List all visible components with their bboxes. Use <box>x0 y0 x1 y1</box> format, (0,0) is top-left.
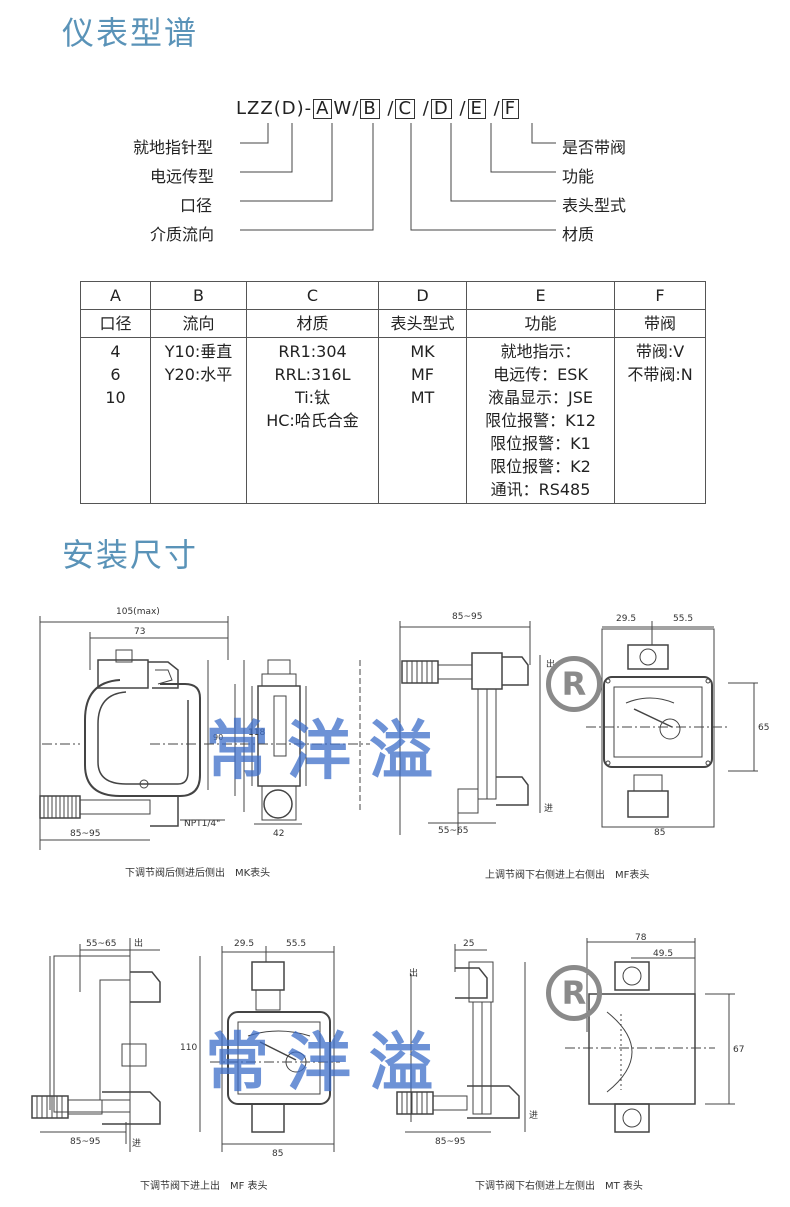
code-slot-e: E <box>467 99 486 119</box>
model-code-prefix: LZZ(D)- <box>236 98 313 119</box>
registered-mark-icon-top: R <box>546 656 602 712</box>
label-head-type: 表头型式 <box>562 196 627 215</box>
dim-w555-3: 55.5 <box>286 939 306 949</box>
caption-mf-bottom: 下调节阀下进上出 MF 表头 <box>140 1181 268 1192</box>
header-head-type: 表头型式 <box>378 309 467 338</box>
header-material: 材质 <box>246 309 379 338</box>
label-local-pointer: 就地指针型 <box>133 138 214 157</box>
label-out-4: 出 <box>409 967 418 979</box>
code-slot-c: C <box>395 99 416 119</box>
cell-caliber-values: 4 6 10 <box>80 337 151 504</box>
label-in-3: 进 <box>132 1138 141 1149</box>
label-out-2: 出 <box>546 658 555 670</box>
dim-h65-2: 65 <box>758 723 769 733</box>
cell-flow-values: Y10:垂直 Y20:水平 <box>150 337 247 504</box>
caption-mt: 下调节阀下右侧进上左侧出 MT 表头 <box>475 1181 643 1192</box>
dim-h110-3: 110 <box>180 1043 197 1053</box>
dim-w73: 73 <box>134 627 145 637</box>
model-code-leader-lines <box>240 123 556 231</box>
cell-head-type-values: MK MF MT <box>378 337 467 504</box>
dim-h90: 90 <box>213 733 223 742</box>
cell-valve-values: 带阀:V 不带阀:N <box>614 337 706 504</box>
watermark-logo-bottom: 常洋溢 <box>205 1027 451 1101</box>
code-slot-w: W <box>333 98 353 119</box>
drawing-mt-head: 25 78 49.5 67 85~95 出 进 <box>396 933 744 1147</box>
label-in-2: 进 <box>544 803 553 814</box>
letter-d: D <box>378 281 467 310</box>
table-row-letters: A B C D E F <box>80 281 706 310</box>
dim-w42: 42 <box>273 829 284 839</box>
dim-w295-3: 29.5 <box>234 939 254 949</box>
letter-f: F <box>614 281 706 310</box>
dim-w8595-2: 85~95 <box>452 612 482 622</box>
letter-a: A <box>80 281 151 310</box>
dim-w25-4: 25 <box>463 939 474 949</box>
model-spectrum-title: 仪表型谱 <box>62 14 199 52</box>
code-slot-a: A <box>313 99 333 119</box>
dim-w8595-4: 85~95 <box>435 1137 465 1147</box>
dim-w8595-3: 85~95 <box>70 1137 100 1147</box>
dim-h67-4: 67 <box>733 1045 744 1055</box>
cell-function-values: 就地指示： 电远传：ESK 液晶显示：JSE 限位报警：K12 限位报警：K1 … <box>466 337 615 504</box>
dim-w5565-3: 55~65 <box>86 939 116 949</box>
label-out-3: 出 <box>134 937 143 949</box>
label-caliber: 口径 <box>180 196 213 215</box>
letter-b: B <box>150 281 247 310</box>
watermark-logo-top: 常洋溢 <box>205 715 451 789</box>
label-function: 功能 <box>562 167 595 186</box>
drawing-mf-head-bottom: 55~65 85~95 29.5 55.5 110 85 出 进 <box>31 937 340 1159</box>
dim-w495-4: 49.5 <box>653 949 673 959</box>
dim-h118: 118 <box>248 728 265 738</box>
drawing-mk-head: 105(max) 73 90 118 42 85~95 NPT1/4" <box>39 607 370 850</box>
dim-npt: NPT1/4" <box>184 819 220 829</box>
header-function: 功能 <box>466 309 615 338</box>
code-slot-b: B <box>360 99 380 119</box>
dim-w85-2: 85 <box>654 828 665 838</box>
dim-w555-2: 55.5 <box>673 614 693 624</box>
spec-table: A B C D E F 口径 流向 材质 表头型式 功能 带阀 4 6 10 Y… <box>80 281 706 504</box>
drawing-mf-head-right: 85~95 55~65 29.5 55.5 65 85 出 进 <box>399 612 769 838</box>
dim-w295-2: 29.5 <box>616 614 636 624</box>
dim-w8595: 85~95 <box>70 829 100 839</box>
label-flow-direction: 介质流向 <box>150 225 215 244</box>
table-row-headers: 口径 流向 材质 表头型式 功能 带阀 <box>80 309 706 338</box>
dim-width-max: 105(max) <box>116 607 160 617</box>
table-row-values: 4 6 10 Y10:垂直 Y20:水平 RR1:304 RRL:316L Ti… <box>80 337 706 504</box>
label-material: 材质 <box>562 225 595 244</box>
install-dimensions-title: 安装尺寸 <box>62 536 199 574</box>
letter-e: E <box>466 281 615 310</box>
letter-c: C <box>246 281 379 310</box>
header-caliber: 口径 <box>80 309 151 338</box>
code-slot-d: D <box>430 99 452 119</box>
label-remote-type: 电远传型 <box>150 167 215 186</box>
caption-mf-right: 上调节阀下右侧进上右侧出 MF表头 <box>485 870 650 881</box>
label-with-valve: 是否带阀 <box>562 138 627 157</box>
cell-material-values: RR1:304 RRL:316L Ti:钛 HC:哈氏合金 <box>246 337 379 504</box>
dim-w78-4: 78 <box>635 933 647 943</box>
header-flow: 流向 <box>150 309 247 338</box>
code-slot-f: F <box>501 99 520 119</box>
dim-w85-3: 85 <box>272 1149 283 1159</box>
label-in-4: 进 <box>529 1110 538 1121</box>
caption-mk: 下调节阀后侧进后侧出 MK表头 <box>125 868 271 879</box>
registered-mark-icon-bottom: R <box>546 965 602 1021</box>
dim-w5565-2: 55~65 <box>438 826 468 836</box>
header-valve: 带阀 <box>614 309 706 338</box>
